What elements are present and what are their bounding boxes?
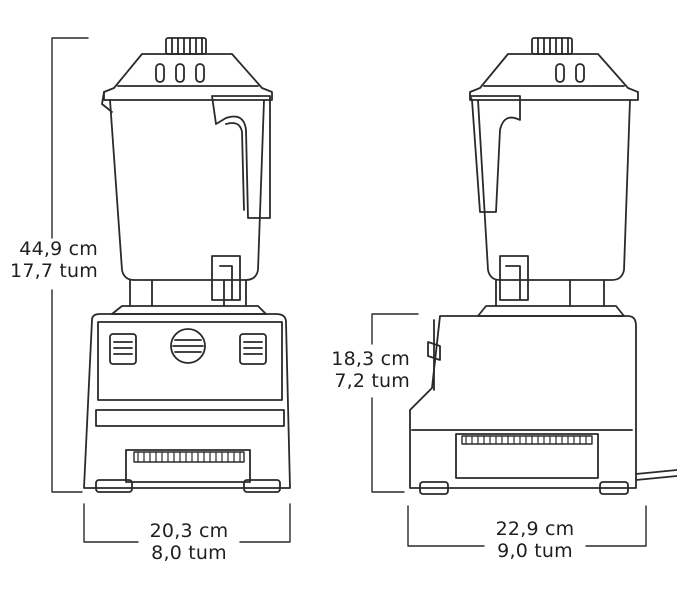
front-lid-vents	[155, 63, 205, 83]
depth-side-metric: 22,9 cm	[495, 518, 575, 540]
height-base-metric: 18,3 cm	[331, 348, 410, 370]
front-handle	[211, 95, 271, 219]
width-front-metric: 20,3 cm	[149, 520, 229, 542]
width-front-bracket	[83, 503, 291, 543]
power-cord	[635, 469, 677, 481]
height-total-metric: 44,9 cm	[19, 238, 98, 260]
front-lid-knob	[165, 37, 207, 55]
side-motor-base	[409, 315, 637, 489]
front-switch-right	[239, 333, 267, 365]
front-view	[83, 37, 291, 493]
height-base-label: 18,3 cm 7,2 tum	[310, 348, 410, 392]
depth-side-imperial: 9,0 tum	[497, 540, 573, 562]
side-lid-vents	[555, 63, 585, 83]
height-base-imperial: 7,2 tum	[334, 370, 410, 392]
side-handle	[469, 95, 521, 213]
side-lid-knob	[531, 37, 573, 55]
front-container	[109, 99, 265, 281]
depth-side-label: 22,9 cm 9,0 tum	[476, 518, 594, 562]
width-front-imperial: 8,0 tum	[151, 542, 227, 564]
front-neck	[129, 279, 247, 307]
front-switch-left	[109, 333, 137, 365]
side-container	[477, 99, 631, 281]
front-lid	[103, 53, 273, 101]
side-vent-grille	[455, 433, 599, 479]
dimension-lines	[51, 37, 647, 547]
side-foot-right	[599, 481, 629, 495]
width-front-label: 20,3 cm 8,0 tum	[130, 520, 248, 564]
front-speed-dial	[170, 328, 206, 364]
height-total-label: 44,9 cm 17,7 tum	[0, 238, 98, 282]
front-foot-left	[95, 479, 133, 493]
height-total-imperial: 17,7 tum	[10, 260, 98, 282]
front-foot-right	[243, 479, 281, 493]
front-motor-base	[83, 313, 291, 489]
side-view	[409, 37, 677, 495]
depth-side-bracket	[407, 505, 647, 547]
side-grille-slats	[465, 435, 587, 445]
height-base-bracket	[371, 313, 419, 493]
side-lid	[469, 53, 639, 101]
front-grille-slats	[137, 451, 241, 463]
height-total-bracket	[51, 37, 89, 493]
front-vent-grille	[125, 449, 251, 483]
side-foot-left	[419, 481, 449, 495]
